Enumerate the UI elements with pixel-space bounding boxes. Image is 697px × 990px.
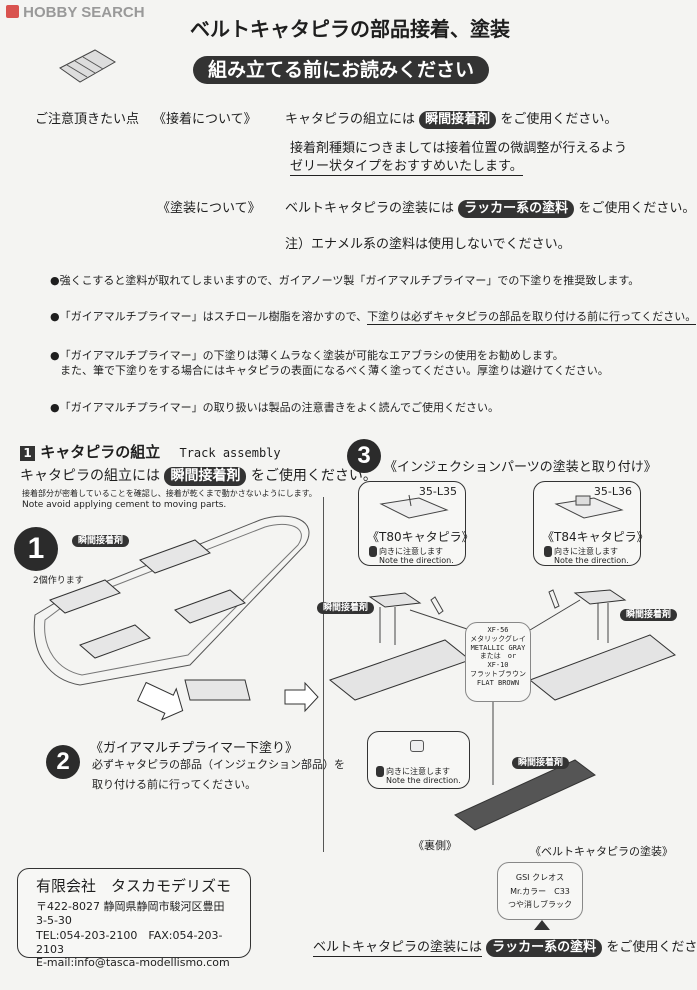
glue-pill-bottom: 瞬間接着剤 [512, 757, 570, 770]
glue-heading: 《接着について》 [153, 112, 257, 127]
company-info-box: 有限会社 タスカモデリズモ 〒422-8027 静岡県静岡市駿河区豊田3-5-3… [17, 868, 251, 969]
back-side-label: 《裏側》 [413, 839, 457, 852]
hobby-search-logo: HOBBY SEARCH [6, 4, 145, 21]
paint-line1: ベルトキャタピラの塗装には ラッカー系の塗料 をご使用ください。 [285, 200, 696, 218]
glue-line1: キャタピラの組立には 瞬間接着剤 をご使用ください。 [285, 111, 618, 129]
logo-icon [6, 5, 19, 18]
paint-line2: 注）エナメル系の塗料は使用しないでください。 [285, 237, 571, 252]
t80-part-icon [379, 494, 449, 519]
bullet-4: ●「ガイアマルチプライマー」の取り扱いは製品の注意書きをよく読んでご使用ください… [50, 401, 500, 414]
notes-heading: ご注意頂きたい点 [35, 112, 140, 127]
column-divider [323, 497, 324, 852]
section-number: 1 [20, 446, 35, 461]
step1-glue-pill: 瞬間接着剤 [72, 535, 130, 548]
bullet-1: ●強くこすると塗料が取れてしまいますので、ガイアノーツ製「ガイアマルチプライマー… [50, 274, 640, 287]
warning-icon [544, 546, 552, 557]
lacquer-pill: ラッカー系の塗料 [458, 200, 575, 218]
section1-line: キャタピラの組立には 瞬間接着剤 をご使用ください。 [20, 467, 377, 486]
bullet-3: ●「ガイアマルチプライマー」の下塗りは薄くムラなく塗装が可能なエアブラシの使用を… [50, 349, 564, 362]
injection-parts-illustration [328, 589, 676, 831]
step1-badge: 1 [14, 527, 58, 571]
step2-line1: 必ずキャタピラの部品（インジェクション部品）を [92, 758, 345, 771]
section1-header: 1 キャタピラの組立 Track assembly [20, 441, 281, 462]
belt-paint-box: GSI クレオス Mr.カラー C33 つや消しブラック [497, 862, 583, 920]
step2-badge: 2 [46, 745, 80, 779]
company-address: 〒422-8027 静岡県静岡市駿河区豊田3-5-30 [36, 900, 225, 927]
bullet-3-cont: また、筆で下塗りをする場合にはキャタピラの表面になるべく薄く塗ってください。厚塗… [60, 364, 609, 377]
track-icon [59, 49, 116, 83]
glue-pill: 瞬間接着剤 [419, 111, 497, 129]
company-email: E-mail:info@tasca-modellismo.com [36, 956, 230, 969]
step2-title: 《ガイアマルチプライマー下塗り》 [90, 741, 299, 756]
bullet-2: ●「ガイアマルチプライマー」はスチロール樹脂を溶かすので、下塗りは必ずキャタピラ… [50, 310, 697, 325]
up-arrow-icon [534, 920, 550, 930]
glue-pill-right: 瞬間接着剤 [620, 609, 678, 622]
warning-icon [376, 766, 384, 777]
company-name: 有限会社 タスカモデリズモ [36, 877, 232, 895]
company-phone: TEL:054-203-2100 FAX:054-203-2103 [36, 929, 223, 956]
step1-make-two: 2個作ります [33, 576, 84, 586]
paint-heading: 《塗装について》 [157, 201, 261, 216]
part-cube-icon [410, 740, 424, 752]
read-before-assembly-banner: 組み立てる前にお読みください [193, 56, 489, 84]
glue-line2: 接着剤種類につきましては接着位置の微調整が行えるよう [290, 141, 627, 156]
section1-note-jp: 接着部分が密着していることを確認し、接着が乾くまで動かさないようにします。 [22, 489, 317, 498]
page-title: ベルトキャタピラの部品接着、塗装 [190, 17, 510, 41]
step3-title: 《インジェクションパーツの塗装と取り付け》 [384, 460, 657, 475]
glue-line3: ゼリー状タイプをおすすめいたします。 [290, 155, 523, 176]
track-assembly-illustration [33, 515, 319, 721]
step3-badge: 3 [347, 439, 381, 473]
t84-part-icon [554, 495, 624, 519]
glue-pill-left: 瞬間接着剤 [317, 602, 375, 615]
section1-note-en: Note avoid applying cement to moving par… [22, 500, 227, 510]
bottom-paint-line: ベルトキャタピラの塗装には ラッカー系の塗料 をご使用ください。 [313, 939, 697, 957]
warning-icon [369, 546, 377, 557]
belt-paint-label: 《ベルトキャタピラの塗装》 [530, 845, 673, 858]
paint-color-box: XF-56 メタリックグレイ METALLIC GRAY または or XF-1… [465, 622, 531, 702]
step2-line2: 取り付ける前に行ってください。 [92, 778, 257, 791]
